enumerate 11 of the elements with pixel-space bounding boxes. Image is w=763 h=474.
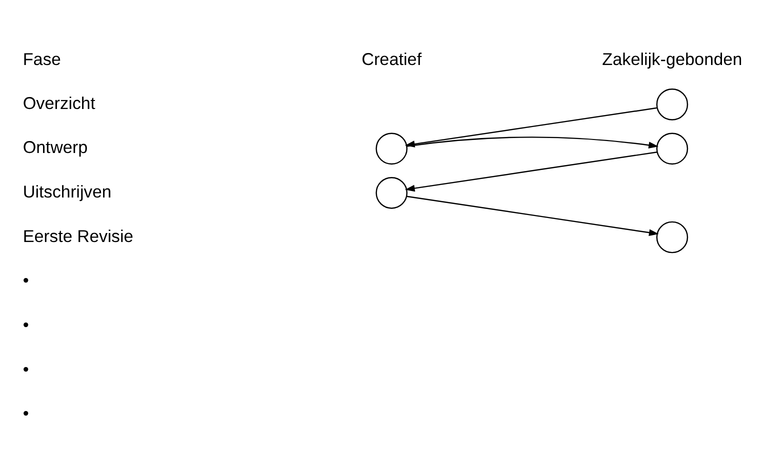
label: • — [22, 358, 29, 378]
label: • — [22, 270, 29, 290]
label: Overzicht — [22, 92, 96, 112]
label: Fase — [22, 48, 61, 68]
label: Eerste Revisie — [22, 225, 134, 246]
label: Ontwerp — [22, 136, 88, 157]
label: Creatief — [362, 48, 422, 68]
label: Zakelijk-gebonden — [602, 48, 742, 68]
label: Uitschrijven — [22, 180, 112, 201]
label: • — [22, 402, 29, 423]
label: • — [22, 314, 29, 334]
